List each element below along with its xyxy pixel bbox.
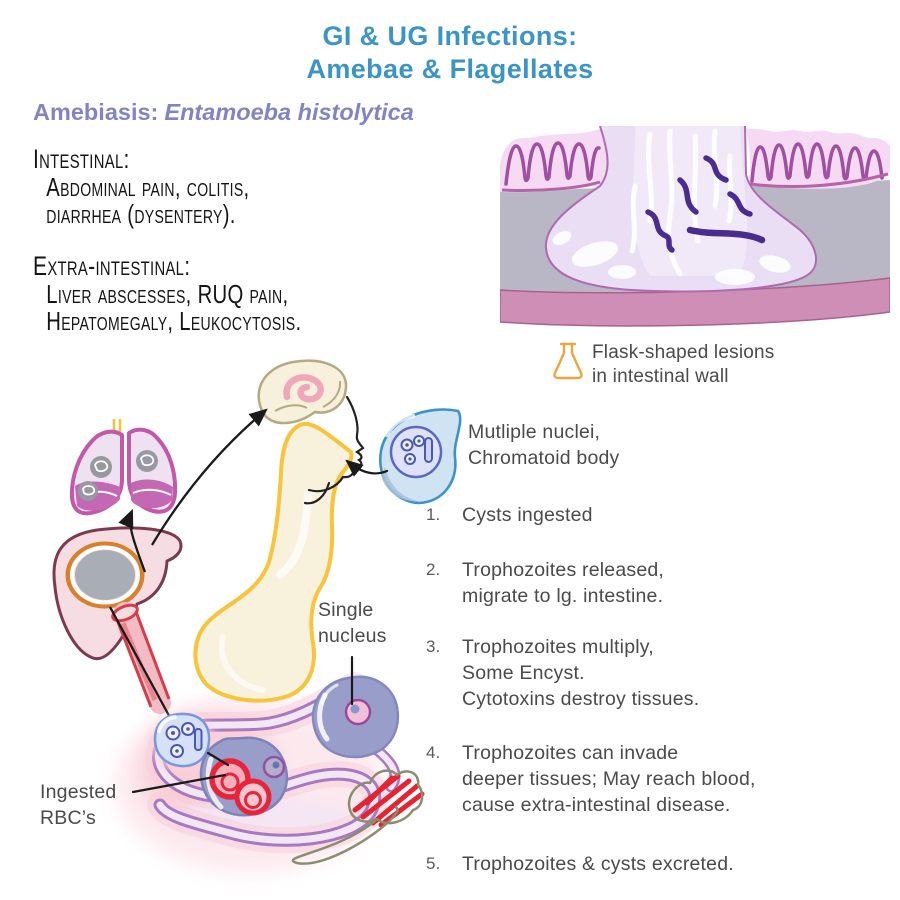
liver-abscess — [75, 550, 135, 600]
step-text-line: Trophozoites & cysts excreted. — [462, 853, 734, 875]
step-text-line: deeper tissues; May reach blood, — [462, 768, 756, 790]
lifecycle-step-5: 5. Trophozoites & cysts excreted. — [426, 851, 734, 877]
step-text-line: cause extra-intestinal disease. — [462, 794, 731, 816]
single-nucleus-label: Single nucleus — [318, 597, 387, 649]
step-text-line: Trophozoites can invade — [462, 742, 679, 764]
intestinal-symptom-line: Abdominal pain, colitis, — [46, 171, 250, 202]
title-line-1: GI & UG Infections: — [322, 21, 578, 51]
cyst-annotation-line: Chromatoid body — [468, 447, 620, 469]
step-text-line: Trophozoites released, — [462, 559, 665, 581]
lung-abscesses — [78, 450, 158, 501]
disease-name: Amebiasis: — [33, 99, 159, 125]
mouth-cyst — [379, 408, 462, 505]
lifecycle-step-1: 1. Cysts ingested — [426, 502, 593, 528]
ingested-rbcs — [209, 758, 272, 816]
step-number: 1. — [426, 505, 441, 524]
extra-intestinal-heading: Extra-intestinal: — [33, 251, 191, 281]
organism-name: Entamoeba histolytica — [164, 99, 414, 125]
wall-caption: Flask-shaped lesions in intestinal wall — [592, 341, 774, 389]
step-text-line: Some Encyst. — [462, 662, 585, 684]
excretion-path-line — [291, 805, 399, 865]
lifecycle-step-4: 4. Trophozoites can invade deeper tissue… — [426, 740, 756, 818]
flask-lesion — [544, 126, 817, 293]
intestinal-cyst — [151, 712, 215, 771]
cyst-nuclei — [165, 722, 203, 758]
chromatoid-body — [424, 437, 433, 463]
mouth-cyst-nuclei — [400, 435, 433, 465]
page-title: GI & UG Infections: Amebae & Flagellates — [0, 20, 900, 86]
step-number: 2. — [426, 560, 441, 579]
brain — [257, 359, 348, 425]
anatomy-illustration — [52, 359, 462, 873]
chromatoid-body — [194, 728, 203, 751]
title-line-2: Amebae & Flagellates — [306, 54, 594, 84]
single-nucleus-label-line: nucleus — [318, 625, 387, 647]
ingested-rbc-label-line: Ingested — [40, 781, 117, 803]
lifecycle-step-2: 2. Trophozoites released, migrate to lg.… — [426, 557, 664, 609]
wall-caption-line: Flask-shaped lesions — [592, 342, 775, 363]
step-number: 4. — [426, 743, 441, 762]
intestinal-wall-illustration — [500, 126, 890, 327]
intestinal-symptom-line: diarrhea (dysentery). — [46, 199, 236, 229]
arrow-to-brain — [151, 408, 268, 546]
step-text-line: Trophozoites multiply, — [462, 636, 654, 658]
liver-abscess-ring — [65, 541, 145, 609]
cyst-annotation: Mutliple nuclei, Chromatoid body — [468, 419, 620, 471]
step-text-line: migrate to lg. intestine. — [462, 585, 664, 607]
spread-arrows — [108, 408, 268, 724]
trophozoite-single-nucleus — [311, 675, 400, 759]
line-cyst-to-trophozoite — [206, 751, 230, 767]
wall-caption-line: in intestinal wall — [592, 366, 729, 387]
extra-intestinal-symptom-line: Hepatomegaly, Leukocytosis. — [46, 306, 302, 336]
pointer-lines — [131, 459, 389, 794]
lungs — [69, 419, 178, 516]
ingested-rbc-label-line: RBC’s — [40, 807, 96, 829]
cyst-annotation-line: Mutliple nuclei, — [468, 421, 601, 443]
lifecycle-step-3: 3. Trophozoites multiply, Some Encyst. C… — [426, 634, 699, 712]
trophozoite-with-rbcs — [199, 736, 289, 817]
extra-intestinal-symptom-line: Liver abscesses, RUQ pain, — [46, 278, 289, 309]
disease-subtitle: Amebiasis:Entamoeba histolytica — [33, 99, 414, 126]
villi-left — [500, 128, 609, 193]
single-nucleus-label-line: Single — [318, 599, 374, 621]
villi-right — [746, 128, 890, 189]
line-vessel-to-cyst — [108, 606, 175, 724]
muscle-layer — [500, 277, 890, 327]
step-number: 3. — [426, 637, 441, 656]
excretion-scribble — [291, 769, 425, 865]
line-cyst-to-mouth — [345, 459, 389, 477]
step-text-line: Cytotoxins destroy tissues. — [462, 688, 700, 710]
flask-icon — [553, 342, 583, 380]
blood-vessel — [111, 602, 171, 714]
ingested-rbc-label: Ingested RBC’s — [40, 779, 116, 831]
pointer-ingested-rbcs — [131, 773, 227, 794]
step-text-line: Cysts ingested — [462, 504, 593, 526]
intestinal-symptoms: Intestinal: Abdominal pain, colitis, dia… — [33, 144, 311, 229]
intestinal-heading: Intestinal: — [33, 144, 130, 174]
arrow-liver-to-lungs — [118, 508, 147, 573]
esophagus-stomach — [193, 421, 354, 703]
extra-intestinal-symptoms: Extra-intestinal: Liver abscesses, RUQ p… — [33, 251, 377, 336]
lesion-trophozoites — [645, 155, 766, 253]
step-number: 5. — [426, 854, 441, 873]
liver — [52, 526, 183, 661]
lesion-white-patches — [552, 231, 791, 285]
